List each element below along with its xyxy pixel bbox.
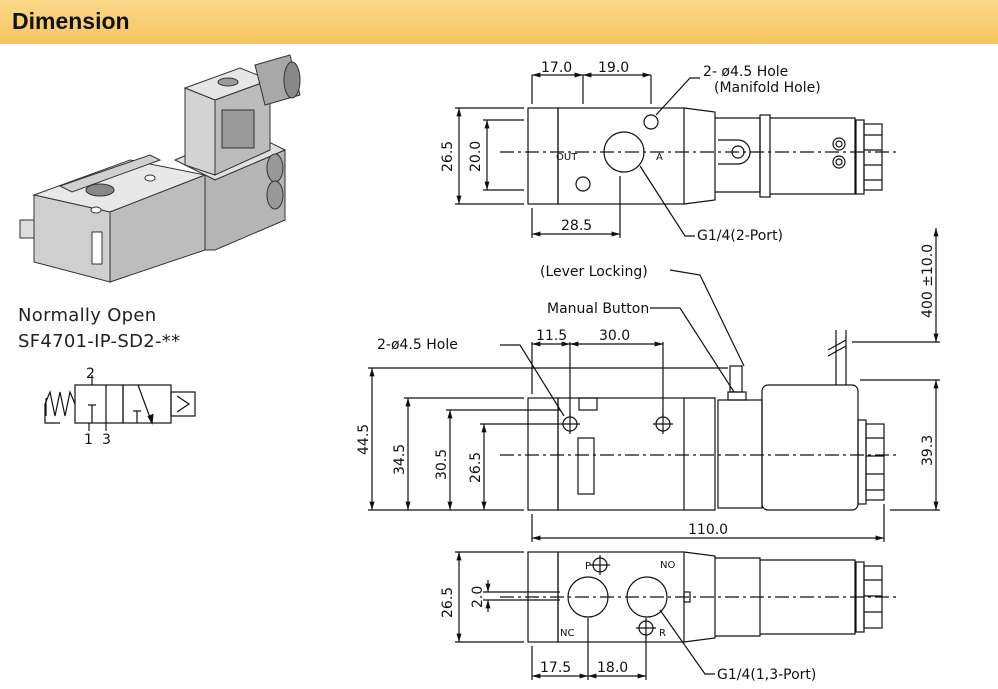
top-dim-26-5: 26.5 bbox=[440, 141, 456, 172]
port-3-label: 3 bbox=[102, 432, 111, 448]
no-port-label: NO bbox=[660, 560, 675, 571]
pneumatic-symbol bbox=[44, 375, 196, 431]
bottom-dim-18: 18.0 bbox=[597, 660, 628, 676]
lever-locking-label: (Lever Locking) bbox=[540, 264, 648, 280]
a-port-label: A bbox=[656, 152, 663, 163]
top-dim-17: 17.0 bbox=[541, 60, 572, 76]
out-port-note: G1/4(2-Port) bbox=[697, 228, 783, 244]
side-dim-400: 400 ±10.0 bbox=[920, 244, 936, 318]
side-dim-30: 30.0 bbox=[599, 328, 630, 344]
nc-port-label: NC bbox=[560, 628, 574, 639]
side-hole-note: 2-ø4.5 Hole bbox=[377, 337, 458, 353]
model-caption: SF4701-IP-SD2-** bbox=[18, 331, 181, 352]
side-dim-39-3: 39.3 bbox=[920, 435, 936, 466]
port-2-label: 2 bbox=[86, 366, 95, 382]
out-port-label: OUT bbox=[556, 152, 578, 163]
bottom-dim-2: 2.0 bbox=[470, 586, 486, 608]
top-view bbox=[455, 72, 900, 238]
bottom-view bbox=[455, 551, 900, 680]
top-dim-28-5: 28.5 bbox=[561, 218, 592, 234]
manual-button-label: Manual Button bbox=[547, 301, 649, 317]
manifold-hole-note: 2- ø4.5 Hole bbox=[703, 64, 788, 80]
side-dim-26-5: 26.5 bbox=[468, 452, 484, 483]
valve-illustration bbox=[19, 54, 301, 283]
p-port-label: P bbox=[585, 561, 591, 572]
bottom-dim-17-5: 17.5 bbox=[540, 660, 571, 676]
port-1-label: 1 bbox=[84, 432, 93, 448]
side-dim-11-5: 11.5 bbox=[536, 328, 567, 344]
bottom-dim-26-5: 26.5 bbox=[440, 587, 456, 618]
side-view bbox=[368, 228, 940, 542]
side-dim-34-5: 34.5 bbox=[392, 444, 408, 475]
r-port-label: R bbox=[659, 628, 666, 639]
side-dim-110: 110.0 bbox=[688, 522, 728, 538]
top-dim-19: 19.0 bbox=[598, 60, 629, 76]
mode-caption: Normally Open bbox=[18, 305, 157, 326]
side-dim-30-5: 30.5 bbox=[434, 449, 450, 480]
side-dim-44-5: 44.5 bbox=[356, 424, 372, 455]
inlet-port-note: G1/4(1,3-Port) bbox=[717, 667, 816, 683]
manifold-hole-note-2: (Manifold Hole) bbox=[714, 80, 821, 96]
top-dim-20: 20.0 bbox=[468, 141, 484, 172]
section-title: Dimension bbox=[12, 8, 130, 34]
section-header: Dimension bbox=[0, 0, 998, 44]
